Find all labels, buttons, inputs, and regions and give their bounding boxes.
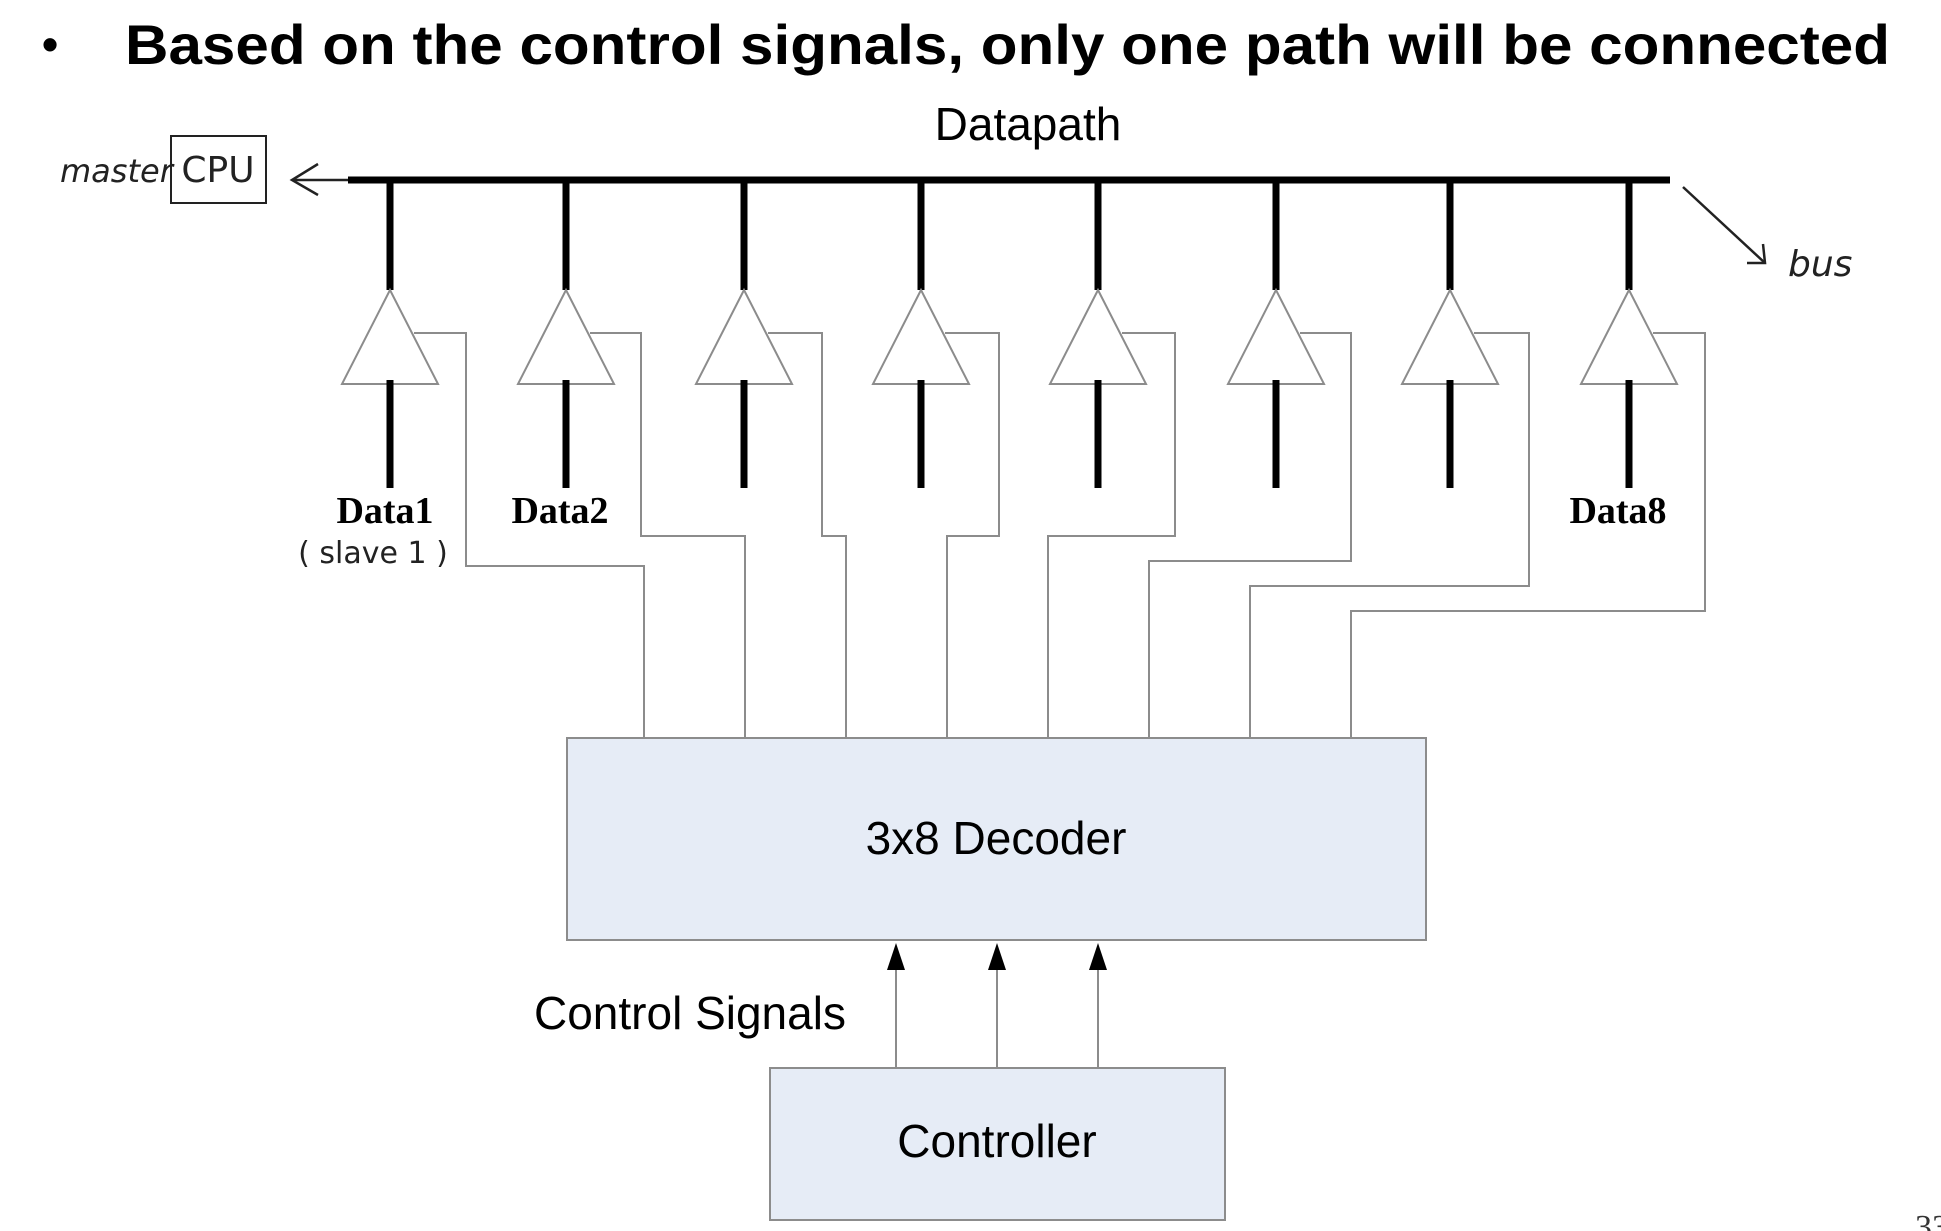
data8-label: Data8 <box>1569 490 1666 532</box>
data2-label: Data2 <box>511 490 608 532</box>
bus-arrow <box>1682 186 1767 265</box>
datapath-label: Datapath <box>935 98 1122 150</box>
heading-bullet: • <box>42 18 58 70</box>
tri-state-buffer-icon-5 <box>1048 287 1148 385</box>
cpu-arrow <box>289 162 350 197</box>
page-number: 33 <box>1915 1209 1941 1231</box>
tri-state-buffer-icon-4 <box>871 287 971 385</box>
page-title: Based on the control signals, only one p… <box>125 13 1890 76</box>
enable-wire-5 <box>1047 332 1176 738</box>
enable-wire-4 <box>945 332 1000 738</box>
control-signals-label: Control Signals <box>534 987 846 1039</box>
enable-wire-7 <box>1249 332 1530 738</box>
master-annotation: master <box>60 152 175 190</box>
tri-state-buffer-icon-3 <box>694 287 794 385</box>
arrowhead-icon-1 <box>887 943 905 970</box>
cpu-box <box>170 135 267 204</box>
tri-state-buffer-icon-1 <box>340 287 440 385</box>
control-signal-lines <box>887 943 1107 1068</box>
tri-state-buffer-icon-6 <box>1226 287 1326 385</box>
controller-label: Controller <box>897 1115 1096 1167</box>
decoder-output-wires <box>414 332 1706 738</box>
tri-state-buffer-icon-7 <box>1400 287 1500 385</box>
bus-annotation: bus <box>1788 244 1852 285</box>
decoder-label: 3x8 Decoder <box>866 812 1127 864</box>
tri-state-buffer-icon-8 <box>1579 287 1679 385</box>
tri-state-buffer-icon-2 <box>516 287 616 385</box>
cpu-label: CPU <box>181 150 254 191</box>
enable-wire-1 <box>414 332 645 738</box>
tri-state-buffers <box>340 180 1679 488</box>
controller-box <box>769 1067 1226 1221</box>
enable-wire-6 <box>1148 332 1352 738</box>
enable-wire-8 <box>1350 332 1706 738</box>
slave1-annotation: ( slave 1 ) <box>298 536 448 571</box>
data1-label: Data1 <box>336 490 433 532</box>
arrowhead-icon-3 <box>1089 943 1107 970</box>
enable-wire-2 <box>590 332 746 738</box>
arrowhead-icon-2 <box>988 943 1006 970</box>
enable-wire-3 <box>768 332 847 738</box>
decoder-box <box>566 737 1427 941</box>
